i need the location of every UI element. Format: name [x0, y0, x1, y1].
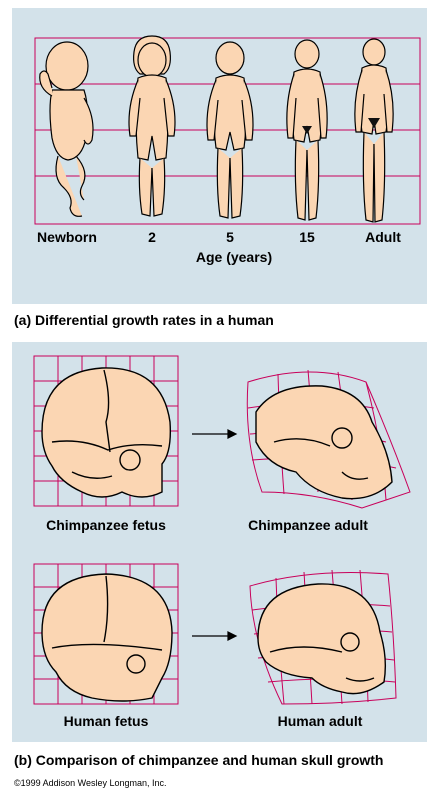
skull-chimp-fetus — [41, 367, 172, 498]
arrow-human — [192, 631, 238, 641]
panel-skull-growth: Chimpanzee fetus Chimpanzee adult — [12, 342, 427, 742]
caption-panel-a: (a) Differential growth rates in a human — [14, 312, 274, 328]
caption-panel-b: (b) Comparison of chimpanzee and human s… — [14, 752, 384, 768]
figure-age-15 — [286, 39, 328, 221]
figure-newborn — [39, 41, 94, 217]
stage-label-5: 5 — [226, 229, 234, 245]
figure-age-5 — [206, 41, 254, 219]
stage-label-15: 15 — [299, 229, 315, 245]
label-chimp-adult: Chimpanzee adult — [248, 517, 368, 533]
label-human-fetus: Human fetus — [64, 713, 149, 729]
skull-human-fetus — [41, 573, 173, 702]
copyright-notice: ©1999 Addison Wesley Longman, Inc. — [14, 778, 167, 788]
arrow-chimp — [192, 429, 238, 439]
panel-human-growth: Newborn 2 5 15 Adult Age (years) — [12, 8, 427, 304]
skull-growth-illustration: Chimpanzee fetus Chimpanzee adult — [33, 355, 411, 729]
stage-label-adult: Adult — [365, 229, 401, 245]
stage-label-newborn: Newborn — [37, 229, 97, 245]
human-growth-illustration: Newborn 2 5 15 Adult Age (years) — [34, 35, 421, 265]
skull-chimp-adult — [255, 385, 393, 500]
figure-age-2 — [128, 35, 176, 217]
stage-label-2: 2 — [148, 229, 156, 245]
label-chimp-fetus: Chimpanzee fetus — [46, 517, 166, 533]
age-axis-label: Age (years) — [196, 249, 272, 265]
label-human-adult: Human adult — [278, 713, 363, 729]
figure-adult — [354, 38, 394, 223]
skull-human-adult — [257, 583, 387, 695]
